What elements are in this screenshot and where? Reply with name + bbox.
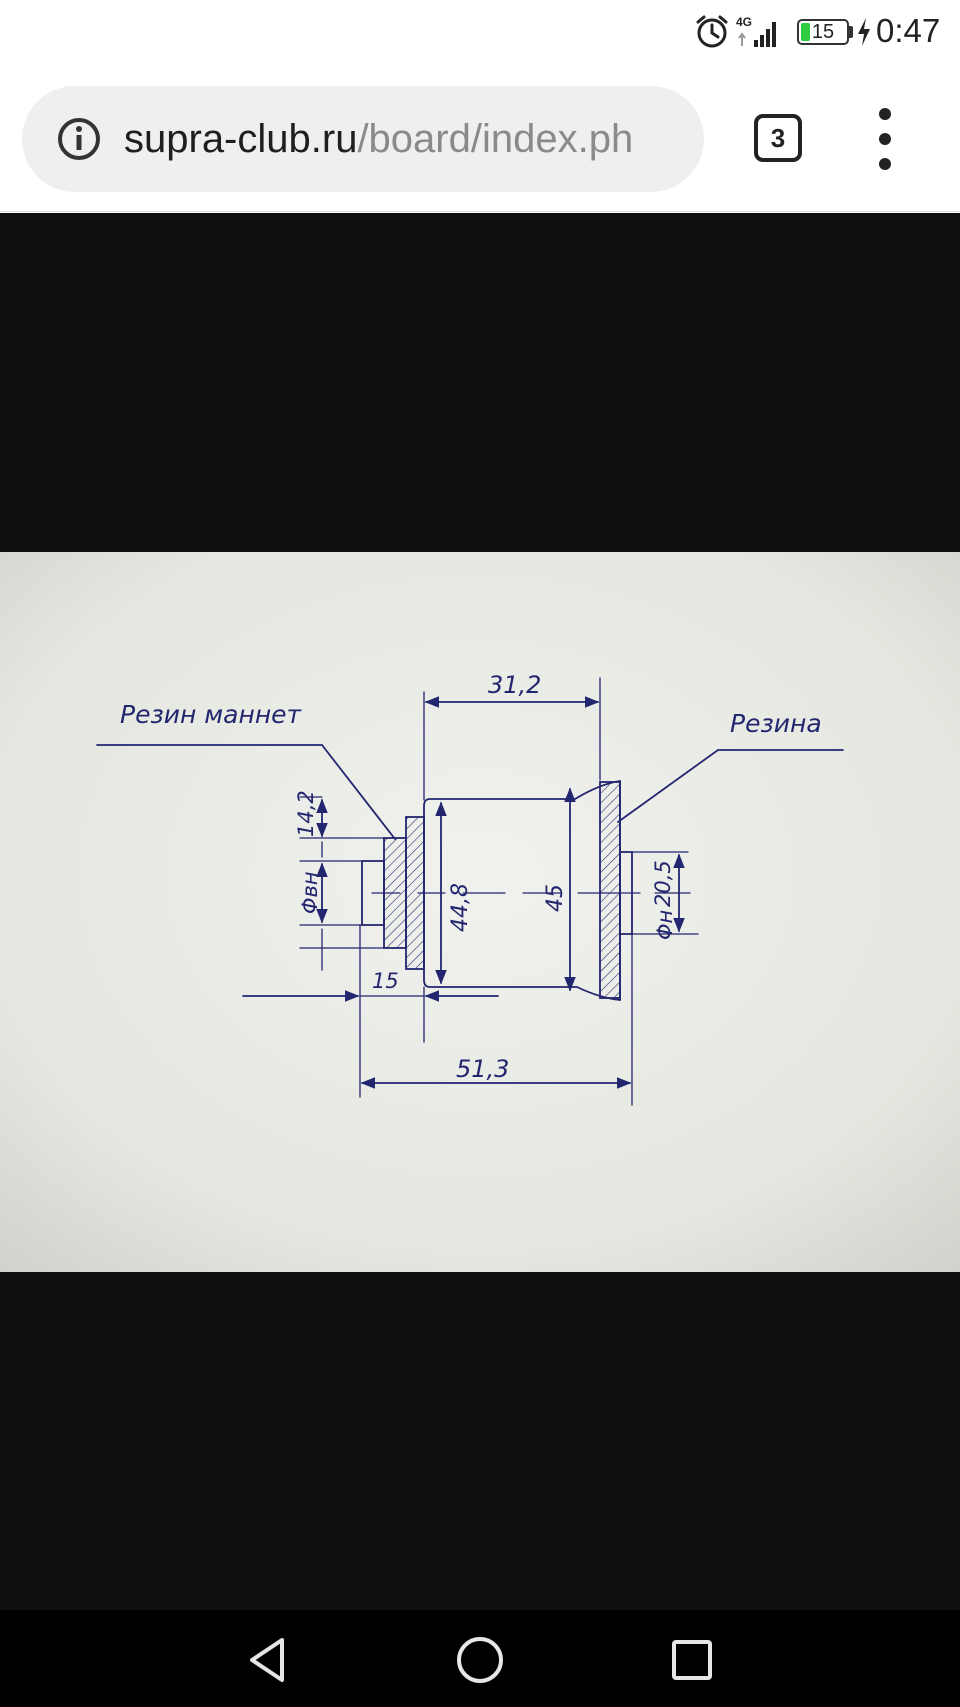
url-text[interactable]: supra-club.ru/board/index.ph	[124, 113, 694, 165]
menu-dot	[879, 158, 891, 170]
label-rubber: Резина	[730, 709, 822, 738]
browser-toolbar: supra-club.ru/board/index.ph 3	[0, 66, 960, 212]
tab-switcher-icon[interactable]: 3	[754, 114, 802, 162]
image-viewer: Резин маннет Резина 31,2 14,2 Φвн 44,8 4…	[0, 213, 960, 1610]
alarm-icon	[696, 15, 728, 48]
menu-dot	[879, 108, 891, 120]
charging-icon	[858, 18, 870, 46]
dim-label-20-5: 20,5	[651, 860, 675, 907]
url-path: /board/index.ph	[357, 117, 634, 161]
dim-label-45: 45	[543, 884, 568, 912]
battery-icon: 15	[797, 19, 849, 45]
paper-background	[0, 552, 960, 1272]
signal-icon: 4G	[735, 15, 781, 48]
navigation-bar	[0, 1610, 960, 1707]
url-host: supra-club.ru	[124, 117, 358, 161]
technical-drawing-photo[interactable]: Резин маннет Резина 31,2 14,2 Φвн 44,8 4…	[0, 552, 960, 1272]
drawing-canvas: Резин маннет Резина 31,2 14,2 Φвн 44,8 4…	[0, 552, 960, 1272]
menu-dot	[879, 133, 891, 145]
battery-level: 15	[811, 21, 835, 43]
dim-label-phi-outer: Φн	[653, 910, 677, 940]
dim-label-15: 15	[372, 969, 399, 993]
back-icon[interactable]	[242, 1634, 294, 1686]
rubber-ring	[599, 781, 621, 999]
info-icon[interactable]	[56, 116, 102, 162]
extension-left	[299, 796, 385, 949]
cuff-segment-outer	[383, 837, 407, 949]
battery-fill	[801, 23, 810, 41]
dim-label-31-2: 31,2	[488, 671, 541, 699]
network-type-label: 4G	[736, 15, 753, 29]
recents-icon[interactable]	[666, 1634, 718, 1686]
battery-nub	[849, 26, 853, 38]
dim-label-14-2: 14,2	[294, 790, 318, 837]
label-rubber-cuff: Резин маннет	[120, 700, 303, 729]
address-bar[interactable]: supra-club.ru/board/index.ph	[22, 86, 704, 192]
cuff-segment-inner	[405, 816, 425, 970]
leader-rubber-cuff	[96, 744, 396, 840]
extension-31-2	[423, 677, 601, 801]
right-stub	[619, 851, 633, 935]
clock-time: 0:47	[876, 12, 941, 49]
leader-rubber	[617, 749, 844, 823]
overflow-menu-icon[interactable]	[868, 106, 902, 172]
dim-label-phi-inner: Φвн	[298, 871, 322, 914]
status-bar: 4G 15 0:47	[0, 0, 960, 66]
home-icon[interactable]	[454, 1634, 506, 1686]
extension-right	[631, 851, 699, 935]
dim-label-51-3: 51,3	[456, 1055, 509, 1083]
dim-label-44-8: 44,8	[448, 883, 473, 932]
